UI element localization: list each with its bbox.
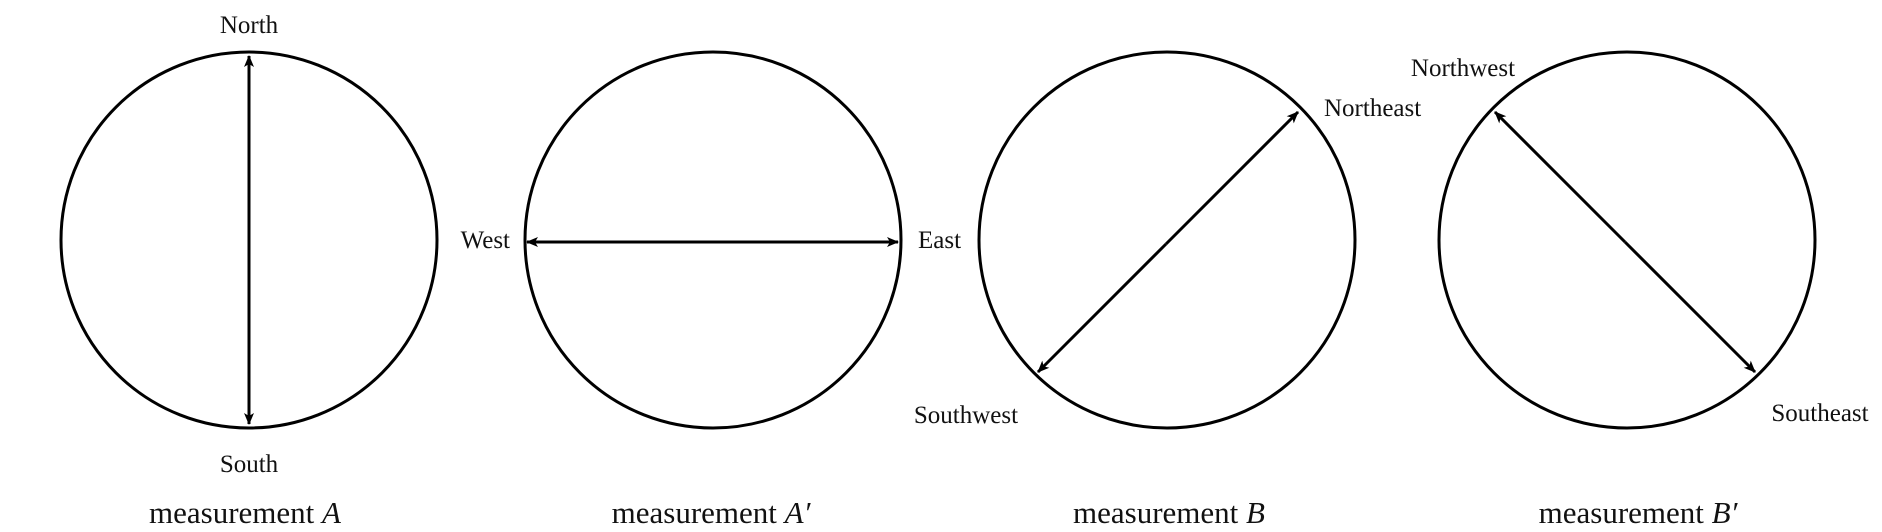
caption-variable: A — [320, 495, 342, 530]
measurement-circle — [59, 50, 439, 430]
caption-measurement-b-prime: measurement B′ — [1539, 495, 1739, 530]
caption-variable: B′ — [1712, 495, 1739, 530]
measurement-circle — [977, 50, 1357, 430]
direction-label-northeast: Northeast — [1324, 95, 1421, 122]
direction-label-southwest: Southwest — [914, 402, 1018, 429]
caption-measurement-a: measurement A — [149, 495, 342, 530]
panel-measurement-a: North South measurement A — [59, 12, 439, 530]
northeast-arrow-segment — [1164, 110, 1300, 246]
direction-label-southeast: Southeast — [1771, 400, 1868, 427]
measurement-circle — [1437, 50, 1817, 430]
southeast-arrow-segment — [1623, 240, 1757, 374]
caption-prefix: measurement — [149, 495, 322, 530]
caption-variable: A′ — [783, 495, 812, 530]
direction-label-east: East — [918, 227, 961, 254]
direction-label-south: South — [220, 451, 279, 478]
caption-prefix: measurement — [612, 495, 785, 530]
panel-measurement-a-prime: West East measurement A′ — [461, 50, 961, 530]
caption-variable: B — [1246, 495, 1265, 530]
direction-label-northwest: Northwest — [1411, 55, 1515, 82]
caption-prefix: measurement — [1539, 495, 1712, 530]
panel-measurement-b: Northeast Southwest measurement B — [914, 50, 1421, 530]
northwest-arrow-segment — [1493, 110, 1627, 244]
southwest-arrow-segment — [1036, 242, 1168, 374]
caption-measurement-b: measurement B — [1073, 495, 1265, 530]
measurement-circle — [523, 50, 903, 430]
caption-measurement-a-prime: measurement A′ — [612, 495, 812, 530]
direction-label-west: West — [461, 227, 510, 254]
caption-prefix: measurement — [1073, 495, 1246, 530]
direction-label-north: North — [220, 12, 279, 39]
panel-measurement-b-prime: Northwest Southeast measurement B′ — [1411, 50, 1869, 530]
